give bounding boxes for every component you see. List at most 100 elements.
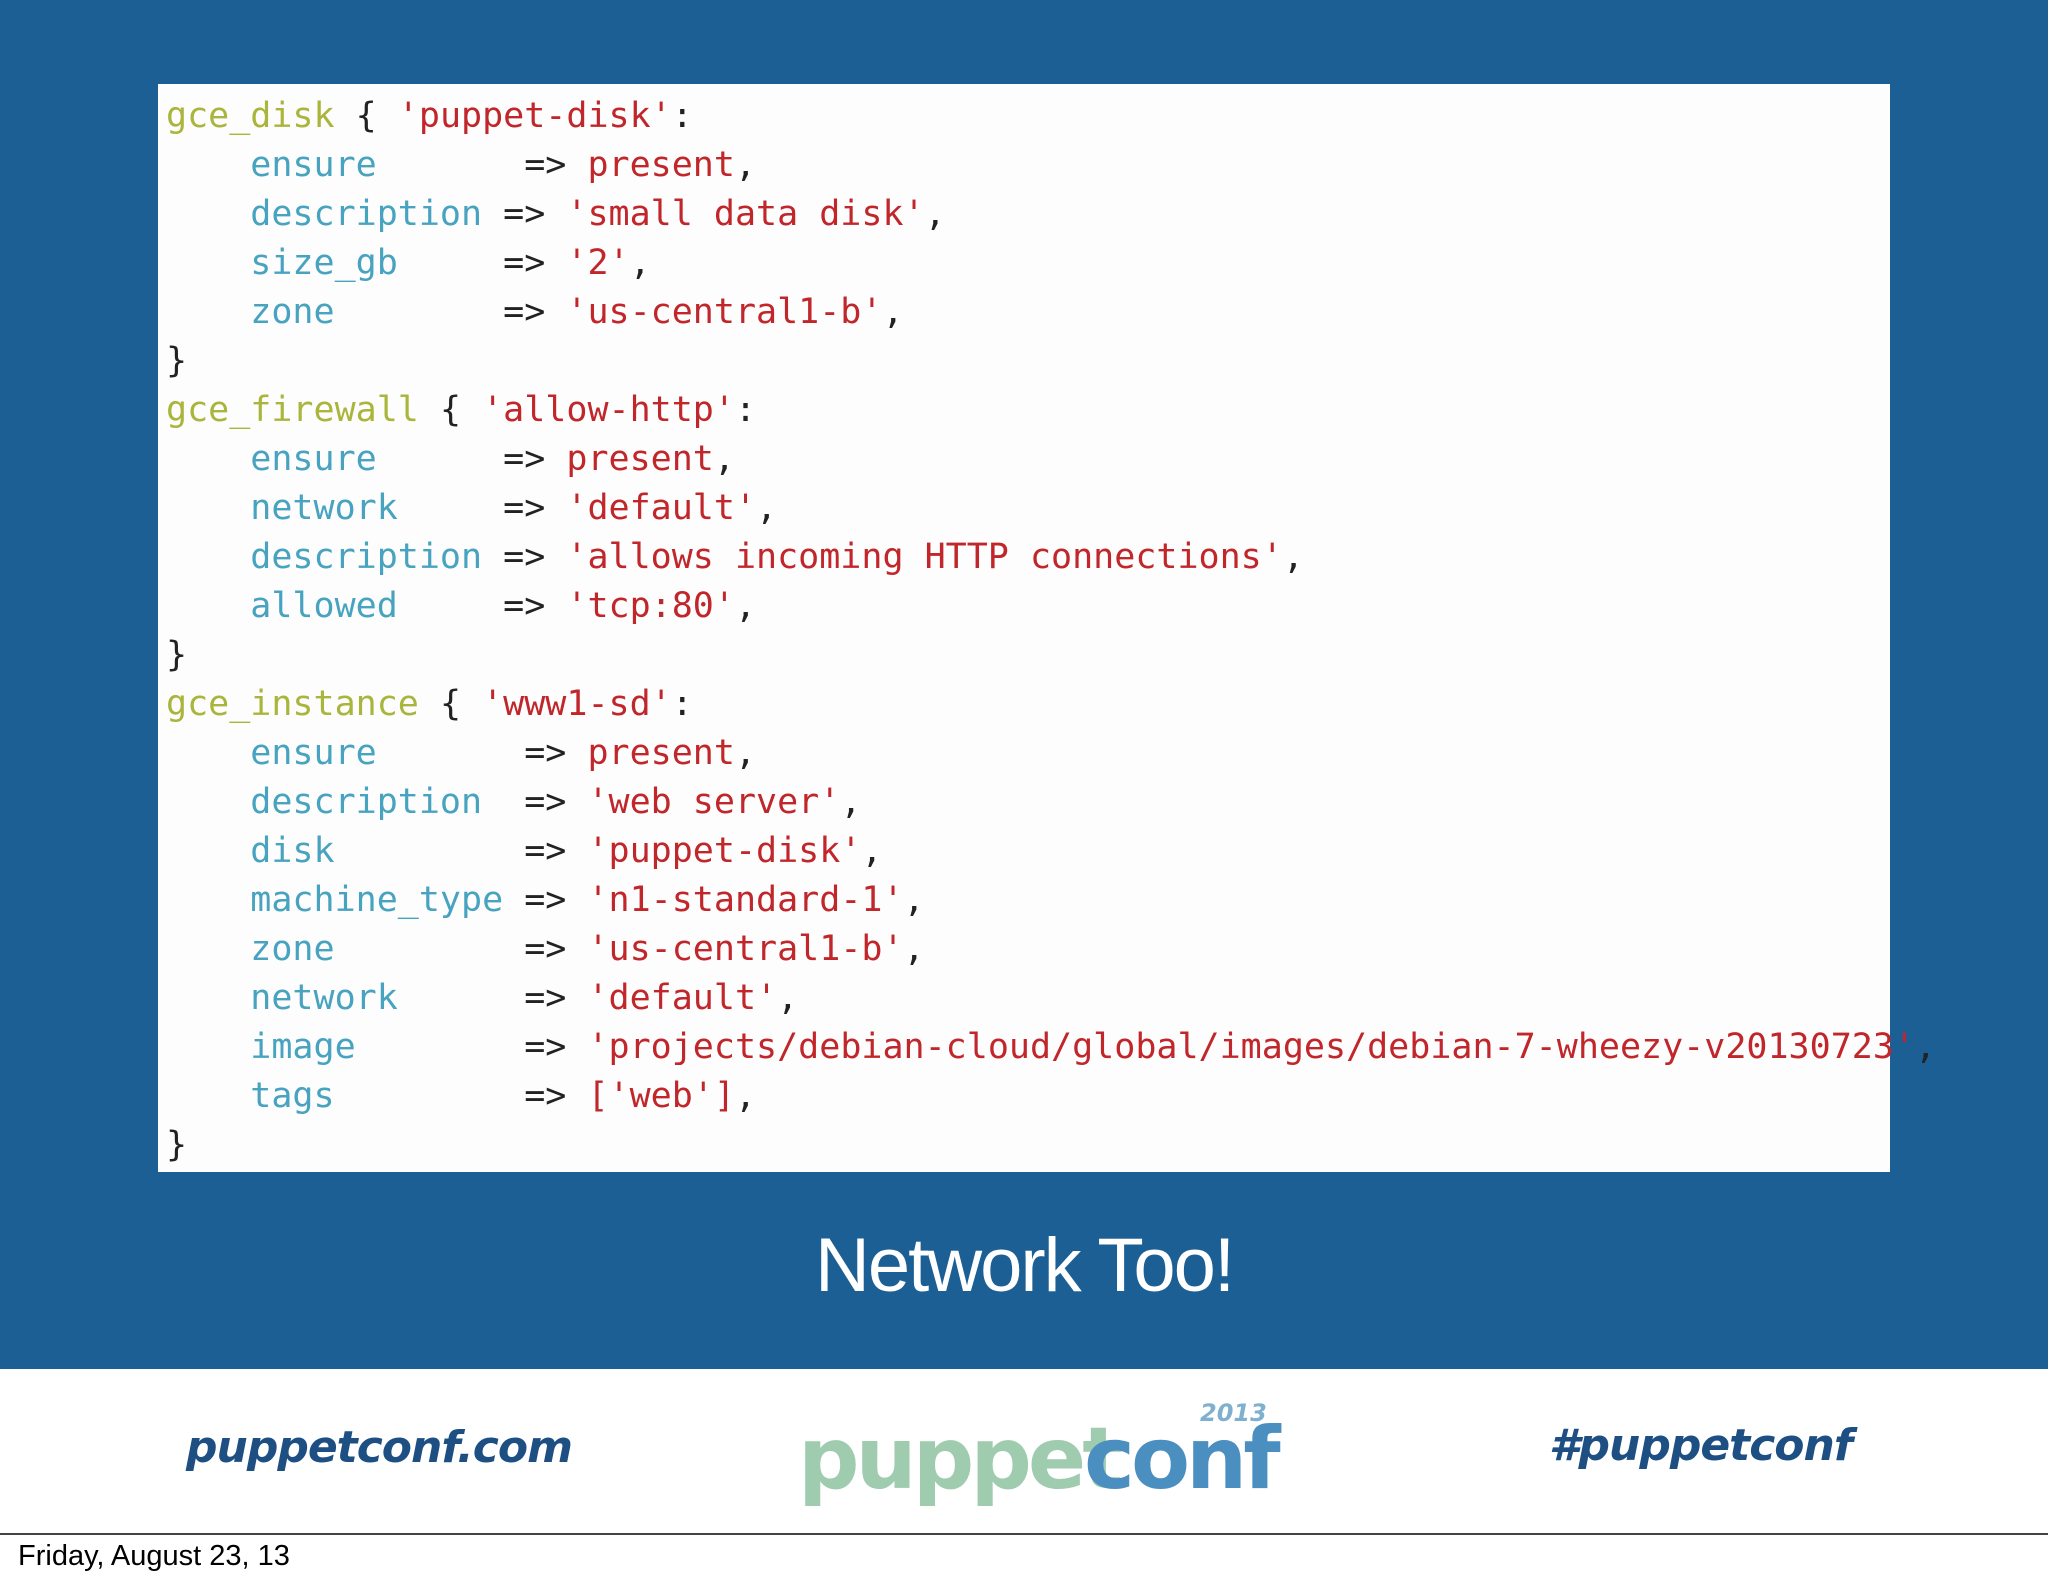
footer: puppetconf.com 2013 puppet conf #puppetc… — [0, 1369, 2048, 1535]
code-token-string: 'www1-sd' — [482, 684, 672, 724]
code-token-punct: { — [418, 390, 483, 430]
code-line: } — [166, 1121, 1890, 1170]
code-panel: gce_disk { 'puppet-disk': ensure => pres… — [158, 84, 1936, 1172]
code-token-value: present — [587, 145, 735, 185]
code-token-arrow: => — [503, 145, 588, 185]
code-token-string: 'allow-http' — [482, 390, 735, 430]
code-token-punct: , — [903, 880, 925, 920]
code-token-punct: , — [734, 733, 757, 773]
puppetconf-logo: 2013 puppet conf — [798, 1399, 1298, 1509]
code-line: zone => 'us-central1-b', — [166, 288, 1890, 337]
code-token-string: 'small data disk' — [566, 194, 925, 234]
code-token-string: 'us-central1-b' — [566, 292, 883, 332]
code-line: ensure => present, — [166, 729, 1890, 778]
code-token-punct: , — [756, 488, 778, 528]
code-token-punct: , — [734, 586, 757, 626]
code-token-punct: , — [903, 929, 925, 969]
code-token-attr: tags — [166, 1076, 504, 1116]
code-token-punct: , — [713, 439, 735, 479]
code-token-punct: , — [777, 978, 799, 1018]
code-line: } — [166, 631, 1890, 680]
code-token-punct: , — [924, 194, 946, 234]
code-token-punct: { — [334, 96, 398, 136]
code-token-arrow: => — [503, 1076, 588, 1116]
code-token-string: ['web'] — [587, 1076, 735, 1116]
code-token-punct: , — [734, 145, 757, 185]
code-token-arrow: => — [503, 880, 588, 920]
code-token-arrow: => — [482, 194, 567, 234]
code-token-string: 'puppet-disk' — [587, 831, 862, 871]
footer-website: puppetconf.com — [186, 1422, 573, 1473]
code-token-arrow: => — [482, 537, 567, 577]
code-line: tags => ['web'], — [166, 1072, 1890, 1121]
code-token-punct: , — [1282, 537, 1304, 577]
code-token-attr: zone — [166, 292, 483, 332]
code-token-punct: } — [166, 635, 188, 675]
logo-word-puppet: puppet — [798, 1409, 1123, 1509]
code-token-attr: machine_type — [166, 880, 504, 920]
code-token-value: present — [587, 733, 735, 773]
code-token-value: present — [566, 439, 714, 479]
code-token-punct: : — [671, 96, 693, 136]
code-token-arrow: => — [503, 1027, 588, 1067]
slide: gce_disk { 'puppet-disk': ensure => pres… — [0, 0, 2048, 1369]
code-token-type: gce_disk — [166, 96, 335, 136]
code-token-arrow: => — [482, 586, 567, 626]
footer-hashtag: #puppetconf — [1548, 1420, 1853, 1471]
code-token-type: gce_firewall — [166, 390, 419, 430]
code-line: machine_type => 'n1-standard-1', — [166, 876, 1890, 925]
code-token-punct: : — [671, 684, 693, 724]
code-token-arrow: => — [503, 978, 588, 1018]
code-token-attr: allowed — [166, 586, 483, 626]
code-token-arrow: => — [482, 243, 567, 283]
code-line: gce_instance { 'www1-sd': — [166, 680, 1890, 729]
code-token-string: 'puppet-disk' — [397, 96, 672, 136]
code-line: description => 'allows incoming HTTP con… — [166, 533, 1890, 582]
code-line: disk => 'puppet-disk', — [166, 827, 1890, 876]
code-token-arrow: => — [503, 733, 588, 773]
code-line: network => 'default', — [166, 484, 1890, 533]
code-token-punct: } — [166, 341, 188, 381]
code-token-punct: { — [418, 684, 483, 724]
code-token-string: 'n1-standard-1' — [587, 880, 904, 920]
code-line: size_gb => '2', — [166, 239, 1890, 288]
code-token-punct: , — [861, 831, 883, 871]
code-token-string: 'web server' — [587, 782, 841, 822]
code-token-string: 'default' — [566, 488, 757, 528]
code-line: gce_disk { 'puppet-disk': — [166, 92, 1890, 141]
code-line: description => 'web server', — [166, 778, 1890, 827]
code-token-arrow: => — [482, 292, 567, 332]
code-token-type: gce_instance — [166, 684, 419, 724]
code-line: zone => 'us-central1-b', — [166, 925, 1890, 974]
code-line: gce_firewall { 'allow-http': — [166, 386, 1890, 435]
footnote-date: Friday, August 23, 13 — [18, 1540, 290, 1572]
code-line: network => 'default', — [166, 974, 1890, 1023]
code-line: image => 'projects/debian-cloud/global/i… — [166, 1023, 1936, 1072]
code-token-attr: description — [166, 194, 483, 234]
slide-title: Network Too! — [814, 1223, 1235, 1308]
code-token-attr: zone — [166, 929, 504, 969]
logo-year: 2013 — [1200, 1399, 1267, 1427]
code-token-string: 'us-central1-b' — [587, 929, 904, 969]
code-token-string: '2' — [566, 243, 630, 283]
code-line: ensure => present, — [166, 141, 1890, 190]
code-token-string: 'default' — [587, 978, 778, 1018]
code-token-string: 'tcp:80' — [566, 586, 735, 626]
code-token-arrow: => — [482, 488, 567, 528]
logo-word-conf: conf — [1084, 1409, 1281, 1509]
code-token-arrow: => — [503, 831, 588, 871]
code-line: description => 'small data disk', — [166, 190, 1890, 239]
code-line: } — [166, 337, 1890, 386]
code-token-attr: description — [166, 782, 504, 822]
code-token-punct: , — [629, 243, 651, 283]
code-token-punct: : — [734, 390, 757, 430]
code-line: allowed => 'tcp:80', — [166, 582, 1890, 631]
code-token-attr: description — [166, 537, 483, 577]
code-token-punct: , — [734, 1076, 757, 1116]
code-token-arrow: => — [503, 782, 588, 822]
code-token-arrow: => — [503, 929, 588, 969]
code-token-string: 'projects/debian-cloud/global/images/deb… — [587, 1027, 1915, 1067]
code-token-attr: network — [166, 488, 483, 528]
code-token-attr: disk — [166, 831, 504, 871]
code-token-string: 'allows incoming HTTP connections' — [566, 537, 1283, 577]
